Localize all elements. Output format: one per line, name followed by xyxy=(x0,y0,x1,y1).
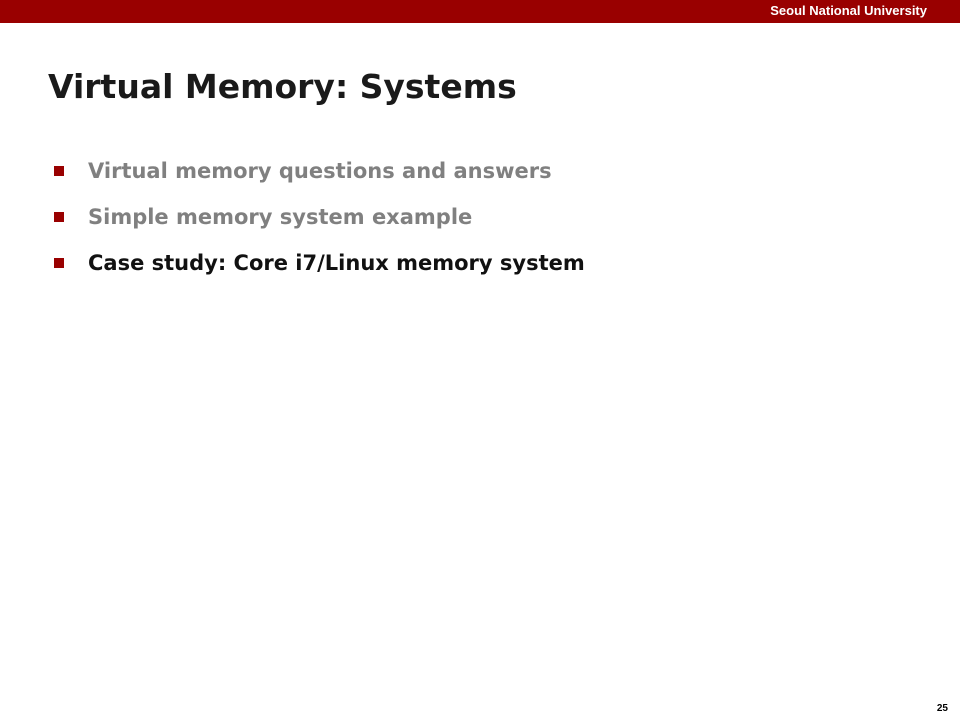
slide-title: Virtual Memory: Systems xyxy=(48,67,517,106)
agenda-item-text: Simple memory system example xyxy=(88,205,473,229)
agenda-item: Virtual memory questions and answers xyxy=(54,148,585,194)
agenda-item-current: Case study: Core i7/Linux memory system xyxy=(54,240,585,286)
bullet-square-icon xyxy=(54,212,64,222)
agenda-item-text: Case study: Core i7/Linux memory system xyxy=(88,251,585,275)
bullet-square-icon xyxy=(54,258,64,268)
header-bar: Seoul National University xyxy=(0,0,960,23)
bullet-square-icon xyxy=(54,166,64,176)
institution-name: Seoul National University xyxy=(770,3,927,18)
agenda-item: Simple memory system example xyxy=(54,194,585,240)
agenda-list: Virtual memory questions and answers Sim… xyxy=(54,148,585,286)
agenda-item-text: Virtual memory questions and answers xyxy=(88,159,552,183)
page-number: 25 xyxy=(936,703,948,714)
